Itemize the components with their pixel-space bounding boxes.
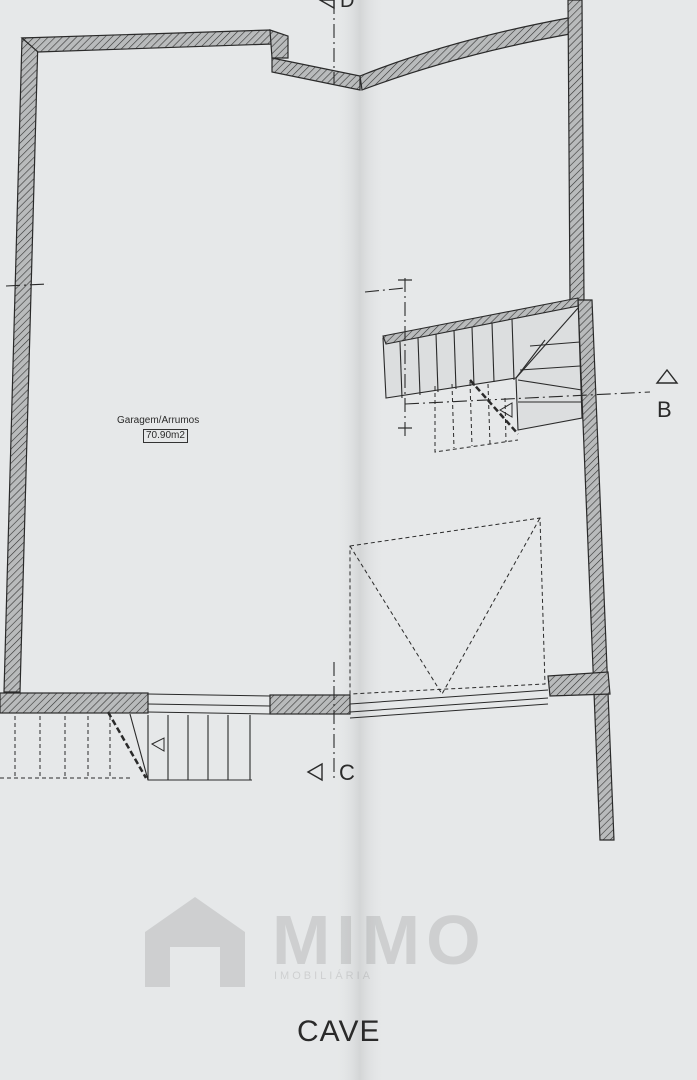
section-c-marker bbox=[306, 762, 323, 782]
section-c-label: C bbox=[339, 760, 355, 785]
stair-arrow-lower bbox=[150, 737, 165, 752]
staircase-lower bbox=[106, 711, 252, 781]
staircase-lower-dashed-left bbox=[0, 716, 130, 779]
section-d-marker bbox=[318, 0, 335, 10]
section-b-marker bbox=[655, 368, 679, 384]
watermark-tagline: IMOBILIÁRIA bbox=[274, 970, 374, 982]
house-logo-icon bbox=[145, 897, 245, 987]
garage-door-swing bbox=[349, 517, 546, 695]
room-area-label: 70.90m2 bbox=[143, 429, 188, 443]
exterior-walls bbox=[0, 0, 615, 841]
section-crosshair bbox=[398, 279, 412, 429]
bottom-opening bbox=[147, 689, 549, 719]
section-b-label: B bbox=[657, 397, 672, 422]
floor-title: CAVE bbox=[297, 1015, 381, 1048]
watermark: MIMO IMOBILIÁRIA bbox=[140, 892, 570, 1002]
section-d-label: D bbox=[340, 0, 355, 12]
stair-arrow-upper bbox=[499, 402, 513, 418]
room-name-label: Garagem/Arrumos bbox=[117, 415, 200, 426]
paper-fold-shadow bbox=[335, 0, 385, 1080]
watermark-brand: MIMO bbox=[272, 901, 487, 979]
staircase-upper bbox=[382, 297, 583, 435]
section-lines bbox=[5, 0, 651, 778]
staircase-lower-dashed bbox=[434, 381, 519, 453]
